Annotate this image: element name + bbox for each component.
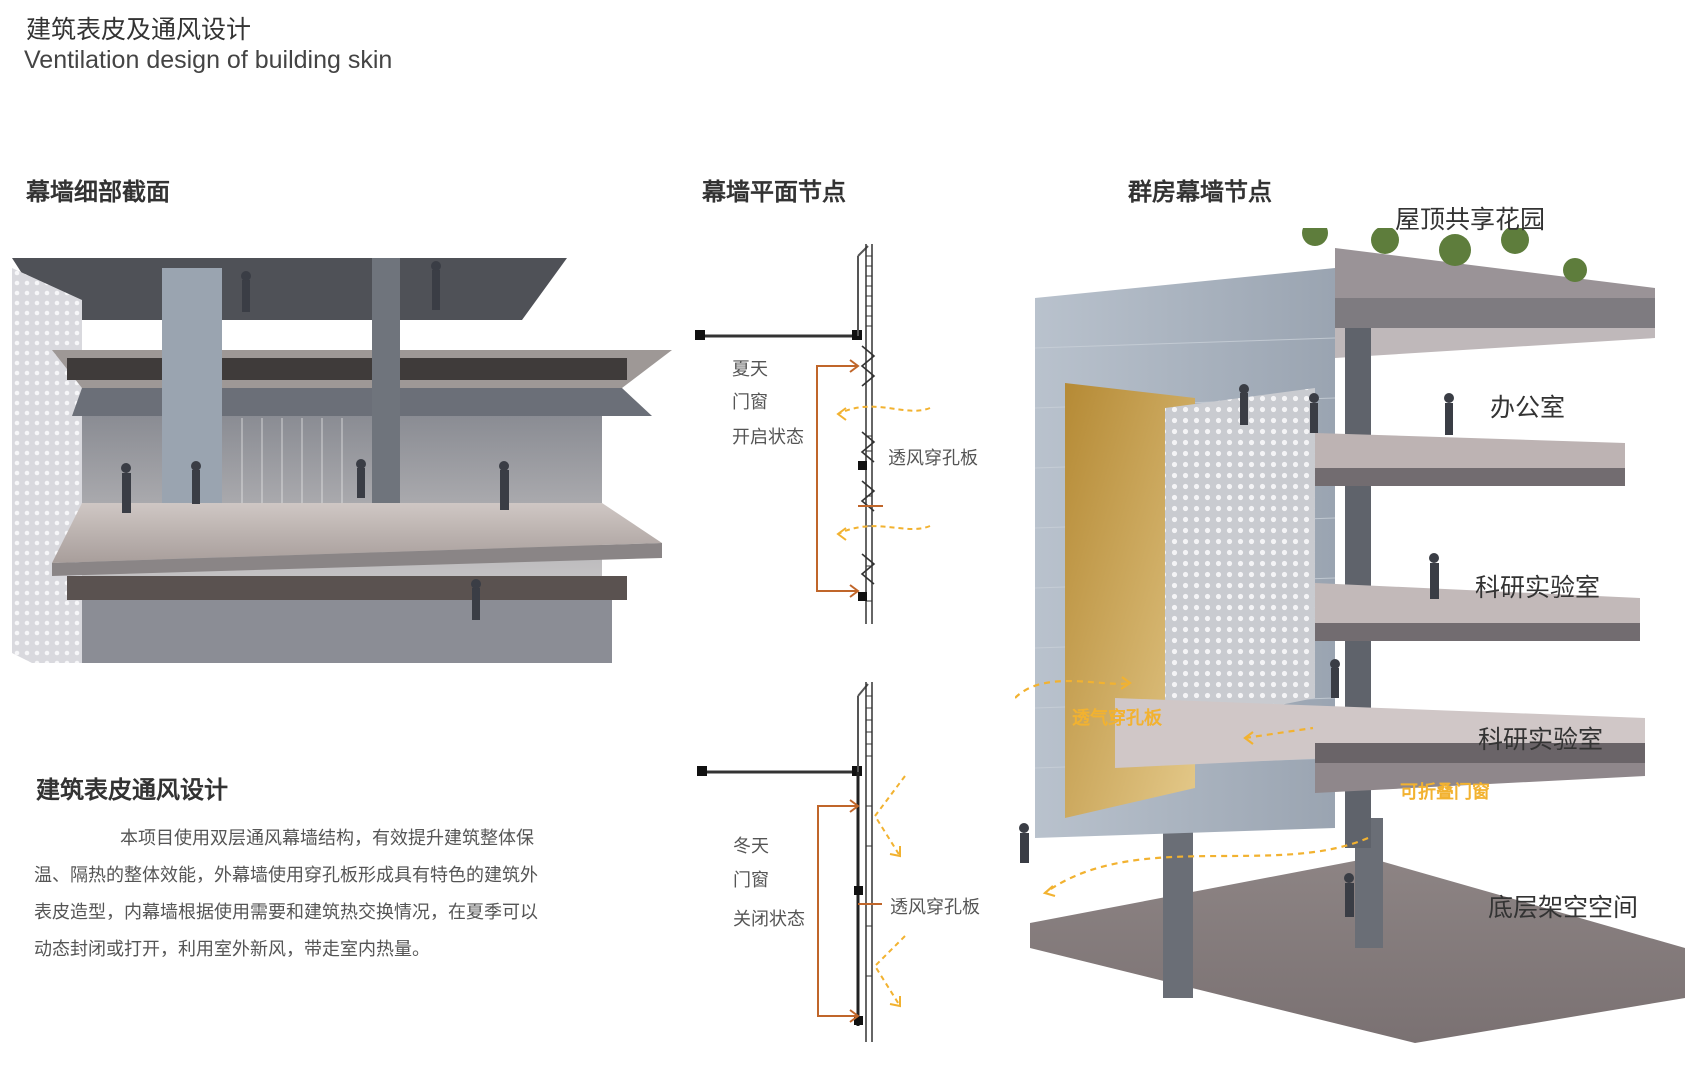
perforated-panel-callout: 透气穿孔板 xyxy=(1072,708,1162,729)
page-title-en: Ventilation design of building skin xyxy=(24,46,393,74)
summer-state-label: 开启状态 xyxy=(732,427,804,448)
winter-panel-label: 透风穿孔板 xyxy=(890,897,980,918)
roof-garden-label: 屋顶共享花园 xyxy=(1395,205,1546,234)
perforated-skin-left xyxy=(12,268,82,663)
section-title-ventilation: 建筑表皮通风设计 xyxy=(36,776,228,804)
ground-plaza xyxy=(1030,858,1685,1043)
lab-label-2: 科研实验室 xyxy=(1478,725,1604,754)
section-title-detail: 幕墙细部截面 xyxy=(26,178,170,206)
summer-plan-node xyxy=(695,244,931,624)
summer-season-label: 夏天 xyxy=(732,359,768,380)
winter-window-label: 门窗 xyxy=(733,870,769,891)
podium-curtain-wall-render xyxy=(1015,228,1685,1043)
lab1-floor-slab xyxy=(1315,583,1640,628)
page-title-cn: 建筑表皮及通风设计 xyxy=(26,15,252,44)
folding-door-callout: 可折叠门窗 xyxy=(1400,782,1490,803)
description-paragraph: 本项目使用双层通风幕墙结构，有效提升建筑整体保温、隔热的整体效能，外幕墙使用穿孔… xyxy=(34,828,538,960)
winter-plan-node xyxy=(697,682,906,1042)
lab-label-1: 科研实验室 xyxy=(1475,573,1601,602)
curtain-wall-section-render xyxy=(12,258,672,663)
perforated-screen xyxy=(1165,388,1315,728)
office-floor-slab xyxy=(1315,433,1625,473)
pilotis-label: 底层架空空间 xyxy=(1488,893,1639,922)
lab2-floor-slab xyxy=(1115,698,1645,768)
section-title-podium-node: 群房幕墙节点 xyxy=(1128,178,1272,206)
roof-slab xyxy=(12,258,567,320)
column-left-render xyxy=(372,258,400,548)
summer-window-label: 门窗 xyxy=(732,392,768,413)
summer-panel-label: 透风穿孔板 xyxy=(888,448,978,469)
winter-state-label: 关闭状态 xyxy=(733,909,805,930)
winter-season-label: 冬天 xyxy=(733,836,769,857)
office-label: 办公室 xyxy=(1490,393,1566,422)
section-title-plan-node: 幕墙平面节点 xyxy=(702,178,846,206)
